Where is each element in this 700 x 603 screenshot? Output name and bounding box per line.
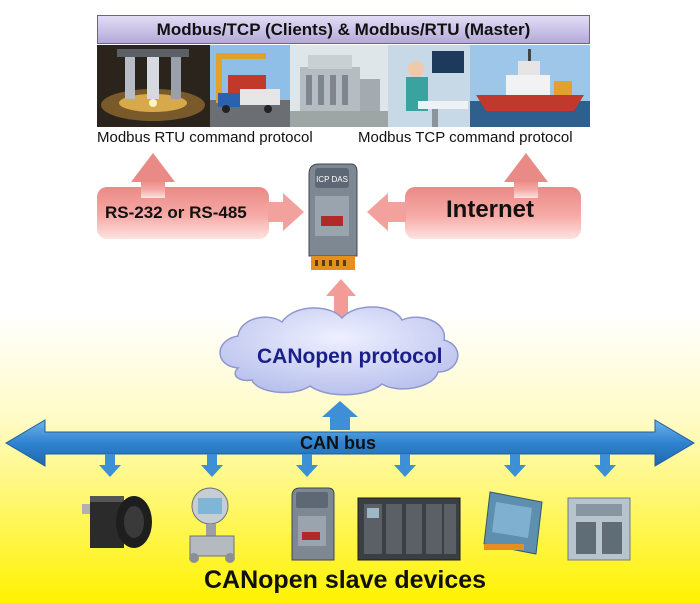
gateway-module-device xyxy=(286,484,338,569)
internet-link-arrow xyxy=(367,153,581,239)
banner-title: Modbus/TCP (Clients) & Modbus/RTU (Maste… xyxy=(97,15,590,44)
serial-link-arrow xyxy=(97,153,304,239)
hospital-medical-photo xyxy=(388,45,470,127)
slave-devices-label: CANopen slave devices xyxy=(204,566,487,594)
canopen-cloud xyxy=(219,306,459,396)
pressure-transmitter-device xyxy=(180,484,244,569)
plc-io-rack-device xyxy=(356,496,462,567)
modbus-rtu-protocol-label: Modbus RTU command protocol xyxy=(97,129,313,146)
microscope-optics-photo xyxy=(97,45,210,127)
canopen-protocol-label: CANopen protocol xyxy=(257,345,443,368)
controller-unit-device xyxy=(566,496,632,567)
harbor-container-truck-photo xyxy=(210,45,290,127)
industrial-building-photo xyxy=(290,45,388,127)
can-bus-label: CAN bus xyxy=(300,433,376,453)
gateway-brand-text: ICP DAS xyxy=(316,175,348,184)
rescue-ship-photo xyxy=(470,45,590,127)
can-bus-line xyxy=(5,401,695,467)
bus-drop-arrows xyxy=(99,454,616,477)
io-module-device xyxy=(476,488,550,563)
gateway-module-icon: ICP DAS xyxy=(303,160,361,277)
serial-link-label: RS-232 or RS-485 xyxy=(105,203,247,222)
modbus-tcp-protocol-label: Modbus TCP command protocol xyxy=(358,129,573,146)
internet-label: Internet xyxy=(446,196,535,223)
stepper-motor-device xyxy=(76,490,158,559)
